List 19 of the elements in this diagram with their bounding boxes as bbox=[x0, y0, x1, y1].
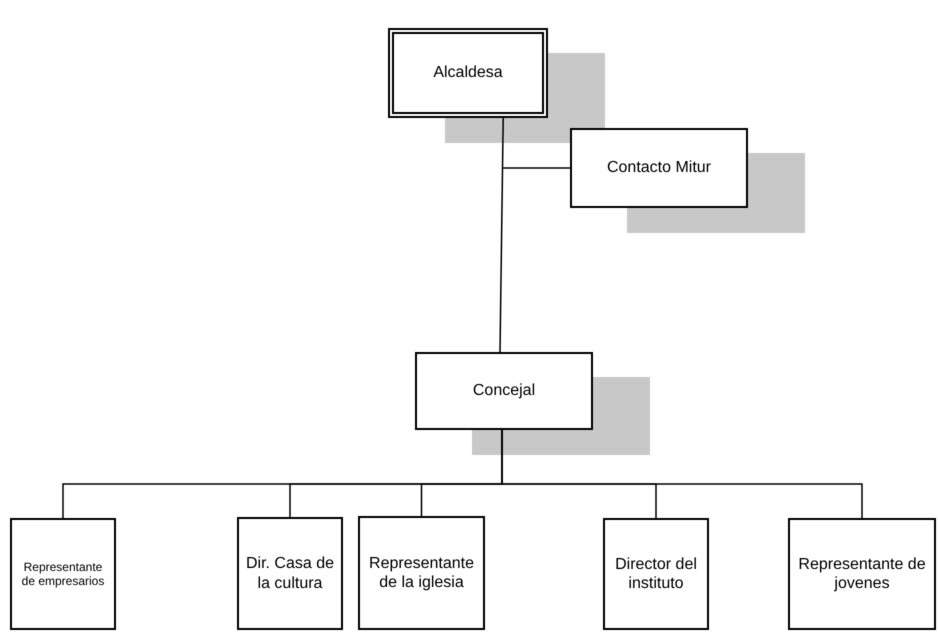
org-box bbox=[570, 128, 748, 208]
box-label: Concejal bbox=[472, 381, 536, 401]
org-box bbox=[415, 352, 593, 430]
connector-line bbox=[501, 430, 863, 518]
org-box bbox=[10, 518, 116, 630]
org-box bbox=[603, 518, 709, 630]
connector-line bbox=[499, 118, 504, 352]
org-box bbox=[388, 28, 548, 118]
org-box bbox=[788, 518, 936, 630]
box-label: Representante de la iglesia bbox=[368, 554, 475, 592]
box-label: Representante de empresarios bbox=[20, 560, 106, 588]
org-box bbox=[358, 516, 485, 630]
box-label: Dir. Casa de la cultura bbox=[244, 554, 336, 593]
box-label: Alcaldesa bbox=[432, 63, 504, 83]
box-label: Representante de jovenes bbox=[797, 554, 927, 594]
connector-line bbox=[503, 167, 570, 169]
org-box bbox=[237, 517, 343, 630]
box-label: Contacto Mitur bbox=[606, 158, 712, 178]
box-label: Director del instituto bbox=[614, 554, 698, 594]
